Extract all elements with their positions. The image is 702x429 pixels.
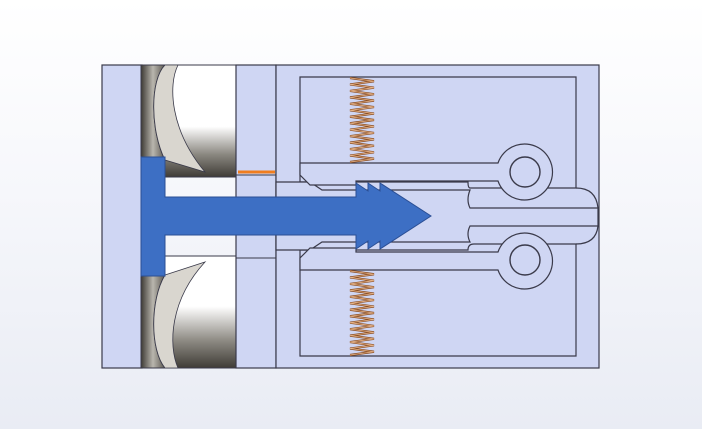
spring-top: [349, 76, 375, 164]
pivot-hole-bottom: [509, 244, 541, 276]
plunger: [140, 156, 432, 277]
housing-left-plate: [101, 64, 143, 369]
flexure-arm-bottom: [299, 232, 554, 290]
spring-coil-highlight: [349, 77, 375, 163]
pivot-hole-top: [509, 156, 541, 188]
flexure-arm-top: [299, 143, 554, 201]
spring-coil-highlight: [349, 270, 375, 356]
spring-bottom: [349, 269, 375, 357]
